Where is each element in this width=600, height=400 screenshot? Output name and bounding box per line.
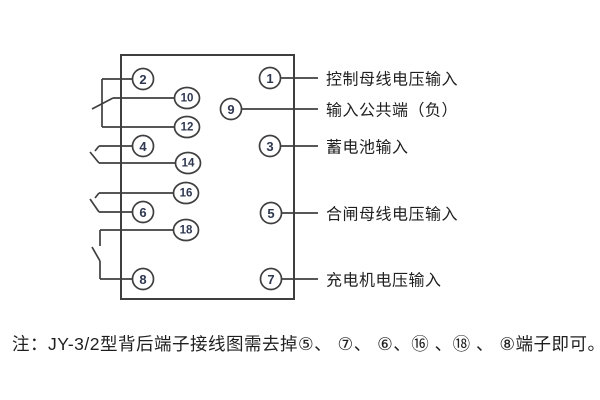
- terminal-circle: [131, 134, 155, 158]
- terminal-number: 14: [182, 158, 195, 170]
- terminal-6: 6: [131, 200, 155, 224]
- terminal-18: 18: [172, 218, 200, 242]
- terminal-10: 10: [173, 86, 201, 110]
- switch-blade-14-icon: [89, 151, 100, 164]
- label-charger-voltage-input: 充电机电压输入: [326, 272, 442, 290]
- fixed-contact-16-icon: [94, 192, 100, 199]
- terminal-number: 10: [181, 93, 194, 105]
- terminal-number: 18: [180, 225, 193, 237]
- terminal-14: 14: [174, 151, 202, 175]
- terminal-3-row: 3 蓄电池输入: [258, 134, 409, 158]
- terminal-circle: [174, 151, 202, 175]
- terminal-circle: [173, 86, 201, 110]
- terminal-16: 16: [172, 181, 200, 205]
- terminal-circle: [172, 181, 200, 205]
- label-input-common-negative: 输入公共端（负）: [326, 102, 458, 120]
- terminal-circle: [172, 218, 200, 242]
- contact-group-2-10-12: [91, 78, 175, 128]
- terminal-number: 12: [181, 122, 194, 134]
- note-text: 注：JY-3/2型背后端子接线图需去掉⑤、 ⑦、 ⑥、⑯ 、⑱ 、 ⑧端子即可。: [12, 334, 600, 354]
- terminal-number: 16: [180, 188, 193, 200]
- switch-blade-8-icon: [91, 246, 101, 262]
- terminal-8: 8: [131, 267, 155, 291]
- contact-group-16-6: [89, 192, 174, 213]
- terminal-12: 12: [173, 115, 201, 139]
- terminal-circle: [131, 267, 155, 291]
- terminal-number: 8: [139, 272, 146, 287]
- terminal-9-row: 9 输入公共端（负）: [219, 97, 458, 121]
- label-closing-bus-voltage-input: 合闸母线电压输入: [326, 206, 458, 224]
- terminal-4: 4: [131, 134, 155, 158]
- label-battery-input: 蓄电池输入: [326, 139, 409, 157]
- relay-box-outline: [120, 54, 295, 300]
- terminal-number: 9: [227, 102, 234, 117]
- terminal-circle: [131, 67, 155, 91]
- terminal-2: 2: [131, 67, 155, 91]
- terminal-7-row: 7 充电机电压输入: [259, 267, 442, 291]
- switch-blade-6-icon: [89, 198, 100, 213]
- terminal-number: 3: [266, 139, 273, 154]
- switch-blade-10-icon: [91, 97, 114, 110]
- contact-group-4-14: [89, 145, 176, 164]
- terminal-5-row: 5 合闸母线电压输入: [259, 201, 458, 225]
- terminal-circle: [131, 200, 155, 224]
- terminal-circle: [173, 115, 201, 139]
- label-control-bus-voltage-input: 控制母线电压输入: [326, 71, 458, 89]
- fixed-contact-4-icon: [94, 145, 100, 152]
- terminal-1-row: 1 控制母线电压输入: [258, 66, 458, 90]
- terminal-number: 5: [267, 206, 274, 221]
- terminal-number: 2: [139, 72, 146, 87]
- terminal-number: 4: [139, 139, 147, 154]
- terminal-number: 6: [139, 205, 146, 220]
- contact-group-18-8: [91, 229, 174, 280]
- terminal-number: 7: [267, 272, 274, 287]
- terminal-number: 1: [266, 71, 273, 86]
